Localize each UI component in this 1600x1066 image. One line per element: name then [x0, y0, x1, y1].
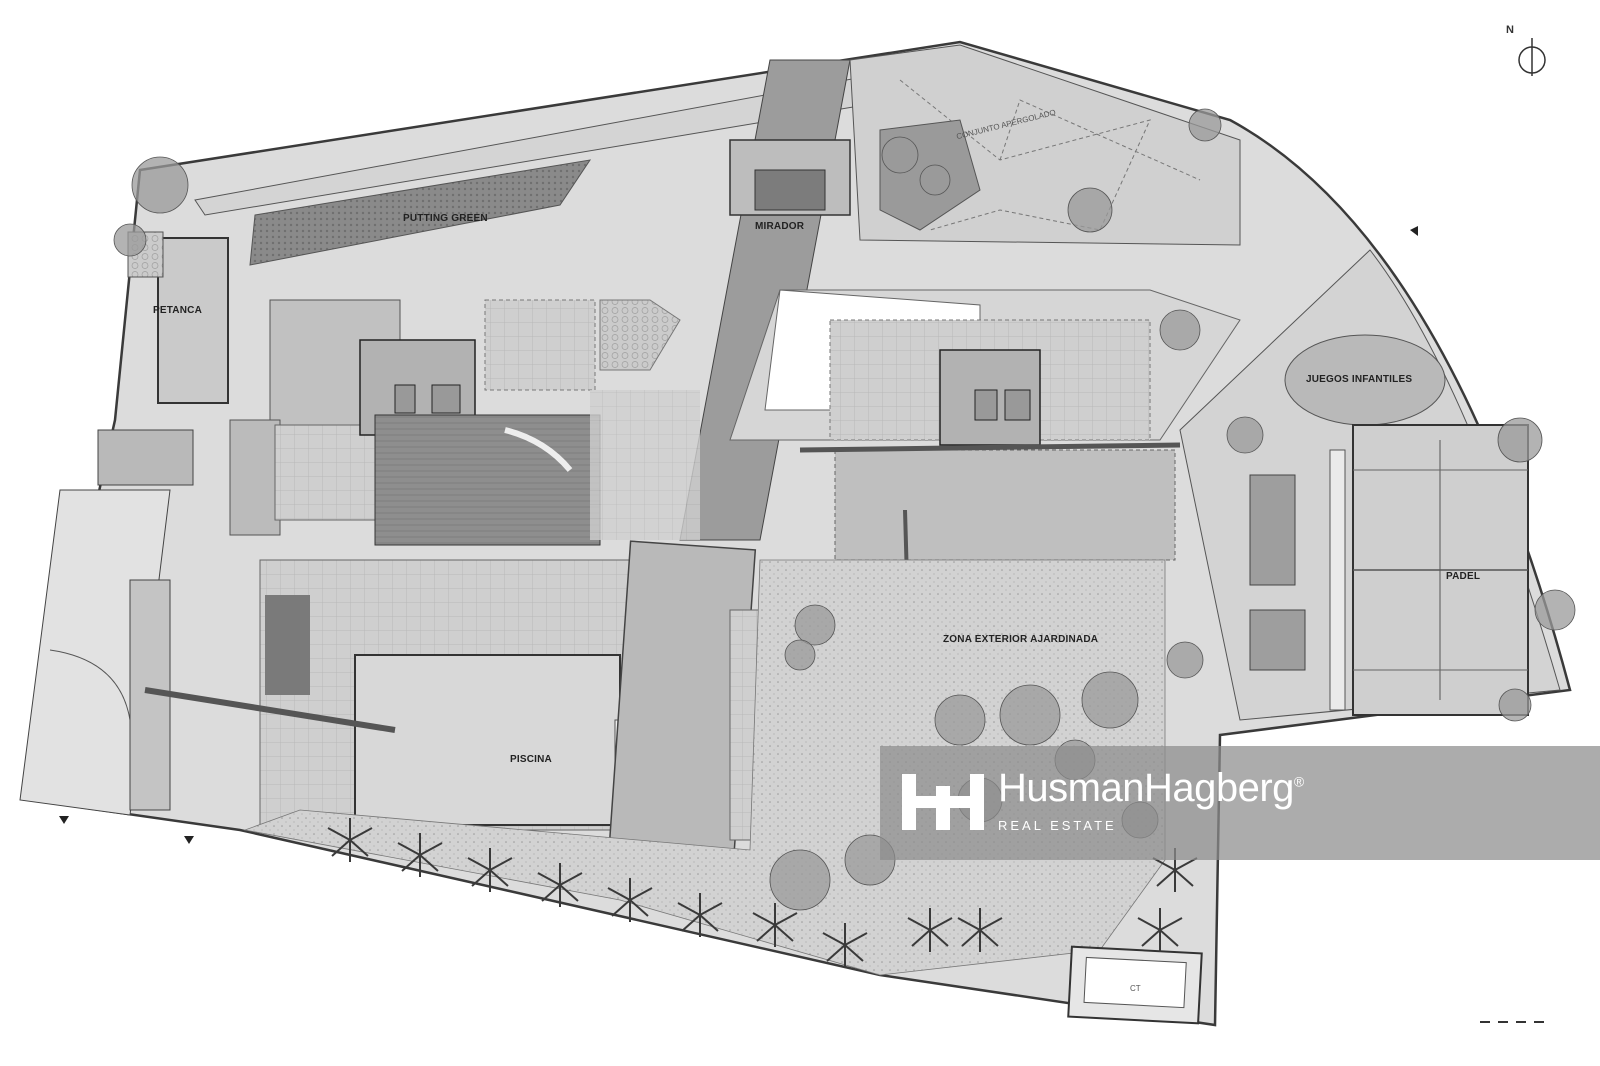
north-label: N [1506, 24, 1514, 36]
label-ct: CT [1130, 984, 1141, 993]
label-petanca: PETANCA [153, 305, 202, 316]
east-terrace [834, 449, 1176, 561]
petanca-court [157, 237, 229, 404]
watermark-subtitle: REAL ESTATE [998, 818, 1117, 833]
brand-logo-icon [902, 774, 984, 830]
entrance-marker [59, 816, 69, 824]
west-deck [374, 414, 601, 546]
trees [113, 108, 1576, 911]
label-juegos-infantiles: JUEGOS INFANTILES [1306, 374, 1413, 385]
putting-green-area [249, 159, 592, 266]
label-padel: PADEL [1446, 571, 1481, 582]
label-piscina: PISCINA [510, 754, 552, 765]
label-mirador: MIRADOR [755, 221, 805, 232]
entrance-marker [184, 836, 194, 844]
pool-water [354, 654, 621, 826]
north-arrow-icon [1518, 38, 1546, 76]
label-putting-green: PUTTING GREEN [403, 213, 488, 224]
entrance-marker [1410, 226, 1418, 236]
label-zona-exterior: ZONA EXTERIOR AJARDINADA [943, 634, 1099, 645]
palm-trees [327, 818, 1198, 967]
watermark-banner: HusmanHagberg® REAL ESTATE [880, 746, 1600, 860]
watermark-brand-text: HusmanHagberg [998, 766, 1294, 810]
watermark-brand: HusmanHagberg® [998, 766, 1304, 811]
watermark-registered-mark: ® [1293, 773, 1304, 790]
garden-zone [243, 559, 1166, 976]
